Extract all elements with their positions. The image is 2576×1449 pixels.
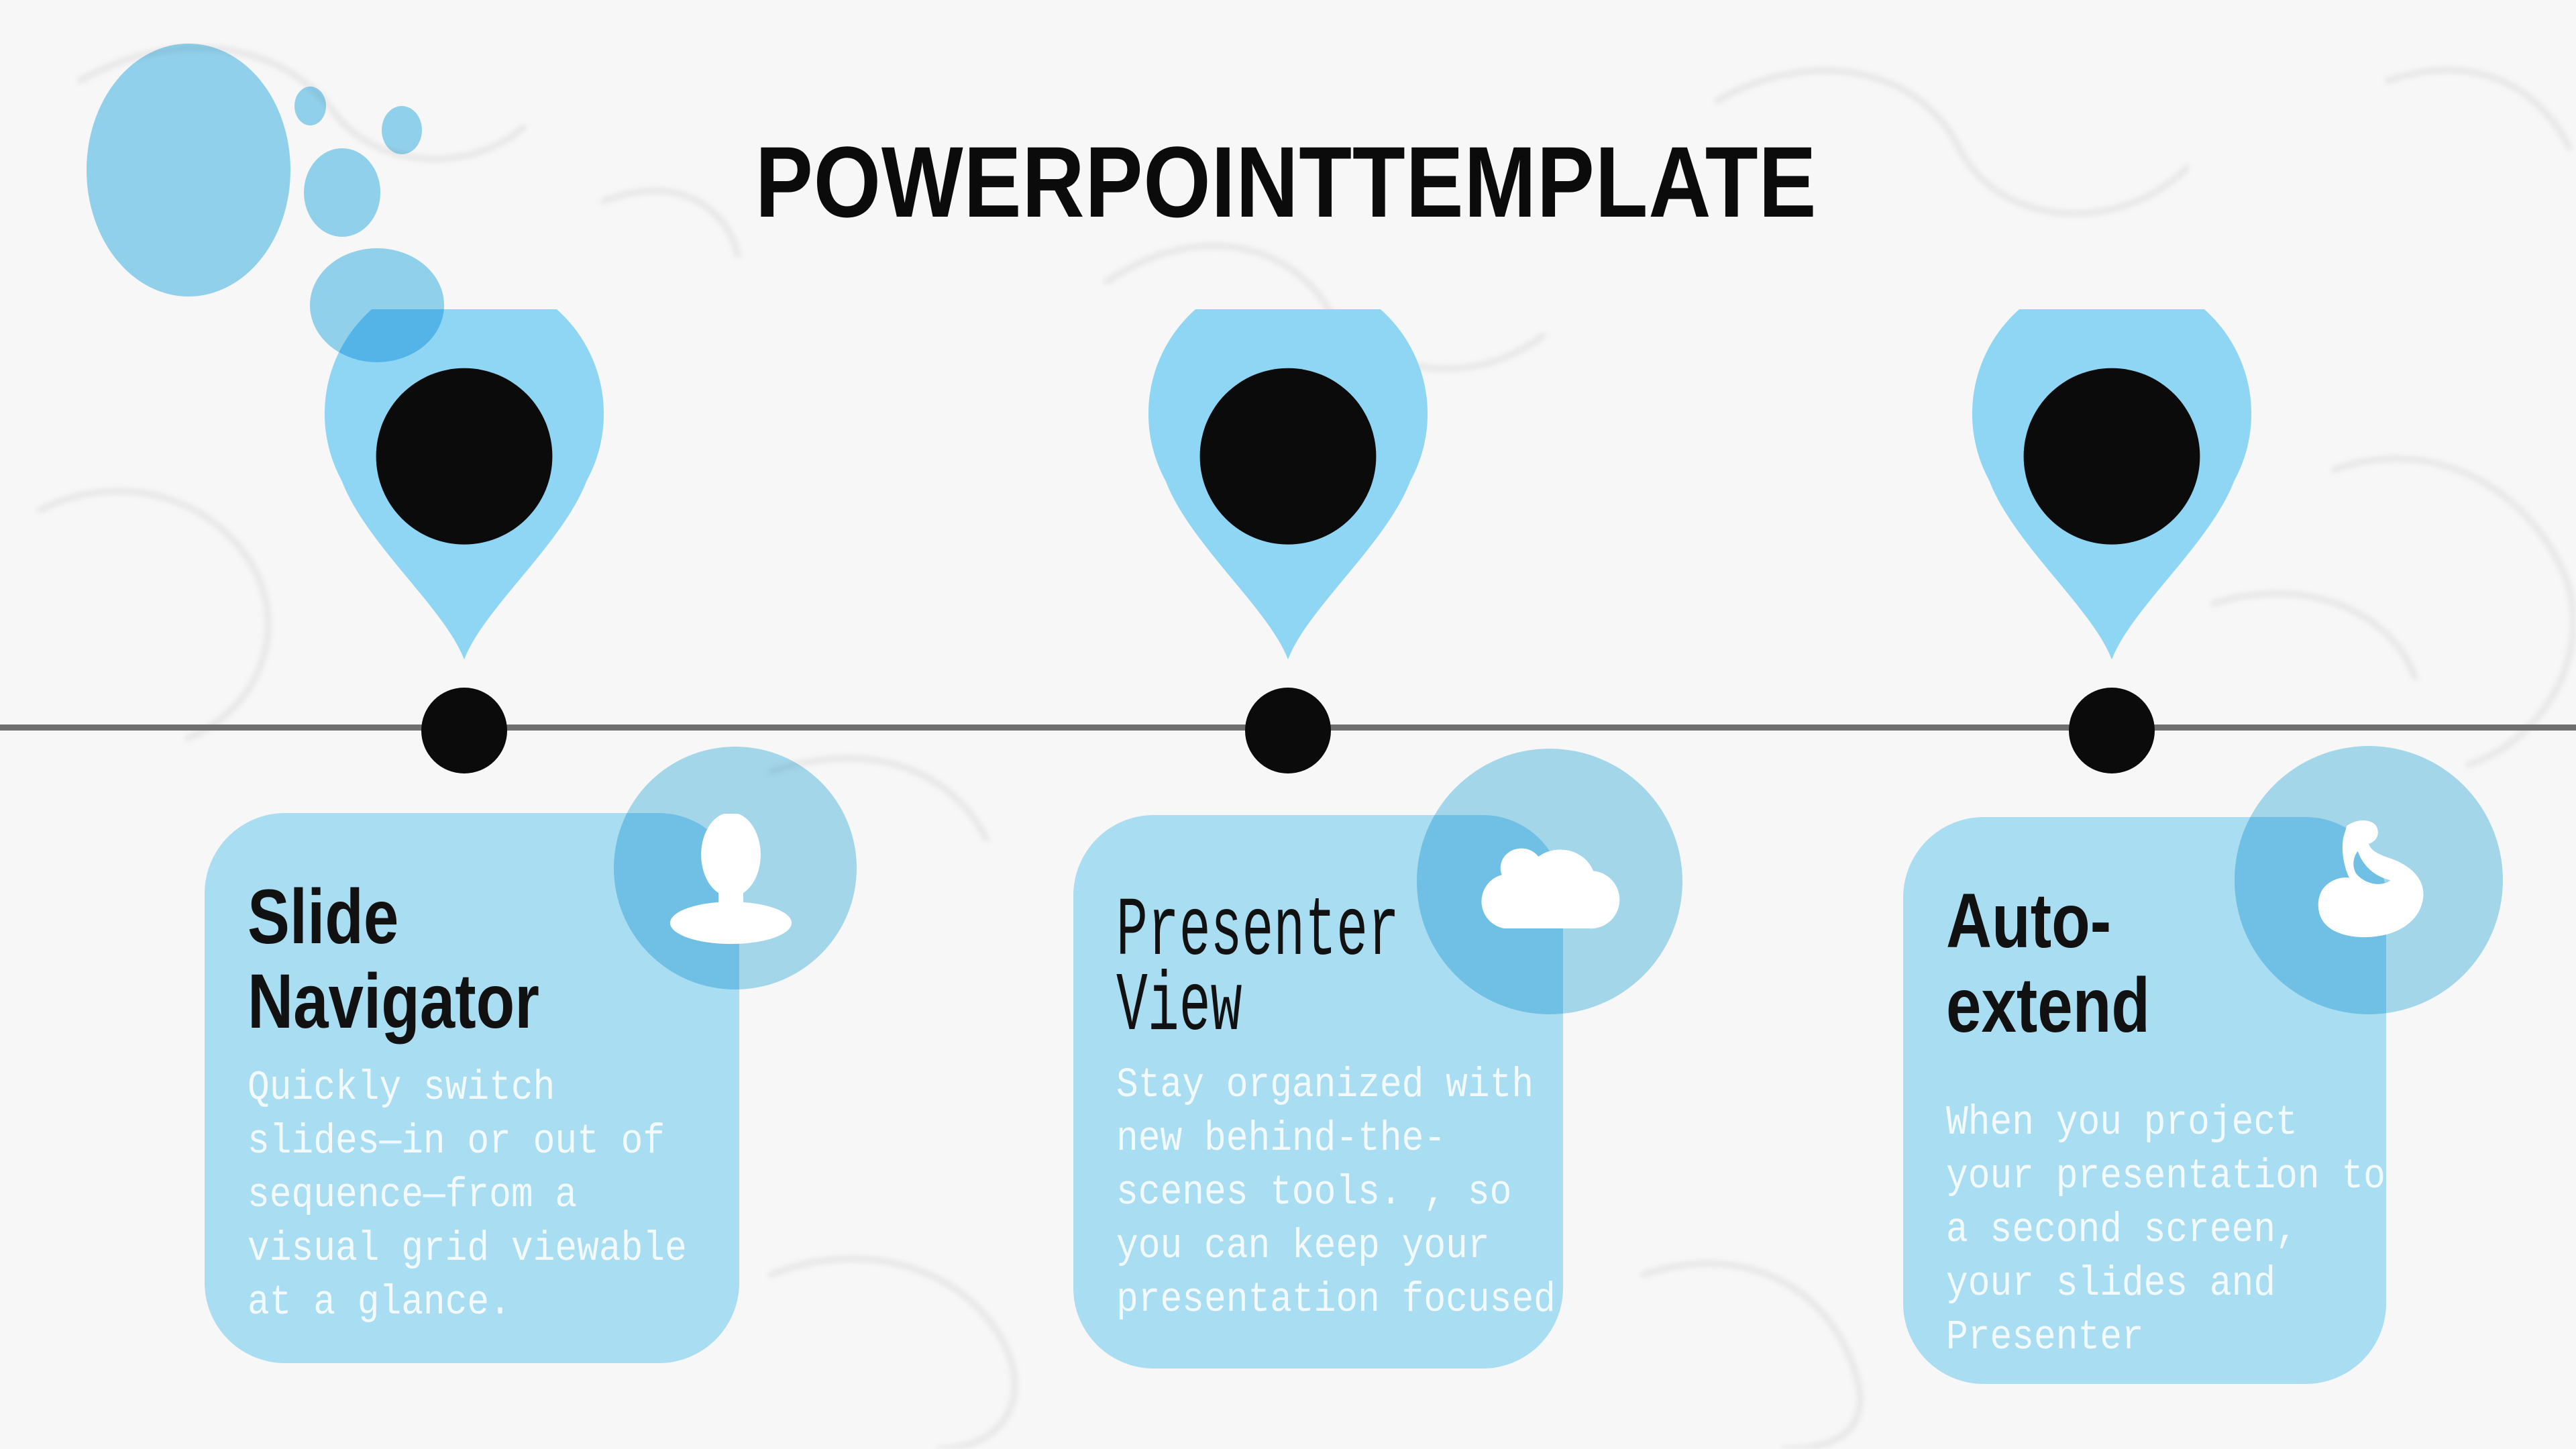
decorative-bubble	[87, 44, 290, 297]
card-title: Auto- extend	[1946, 879, 2386, 1048]
timeline-dot	[1245, 688, 1331, 773]
decorative-bubble	[304, 148, 380, 237]
decorative-bubble	[294, 87, 326, 125]
card-body-text: When you project your presentation to a …	[1946, 1099, 2385, 1361]
person-icon	[669, 814, 793, 945]
cloud-icon	[1466, 828, 1626, 930]
page-title-text: POWERPOINTTEMPLATE	[755, 125, 1817, 238]
card-body: When you project your presentation to a …	[1946, 1096, 2386, 1364]
card-title: Presenter View	[1116, 885, 1563, 1055]
card-title-text: Auto- extend	[1946, 878, 2150, 1049]
map-pin-icon	[1972, 309, 2252, 660]
map-pin-icon	[324, 309, 604, 660]
card-body-text: Stay organized with new behind-the- scen…	[1116, 1061, 1578, 1324]
card-title: Slide Navigator	[248, 875, 739, 1044]
timeline-dot	[2069, 688, 2155, 773]
timeline-dot	[421, 688, 507, 773]
icon-badge	[2235, 746, 2503, 1014]
card-body: Stay organized with new behind-the- scen…	[1116, 1059, 1578, 1327]
decorative-bubble	[310, 248, 444, 362]
card-body: Quickly switch slides—in or out of seque…	[248, 1061, 739, 1330]
decorative-bubble	[382, 106, 422, 154]
card-presenter-view: Presenter View Stay organized with new b…	[1073, 815, 1578, 1368]
card-title-text: Presenter View	[1116, 885, 1399, 1055]
bicep-icon	[2300, 818, 2437, 945]
card-body-text: Quickly switch slides—in or out of seque…	[248, 1064, 687, 1326]
card-title-text: Slide Navigator	[248, 874, 539, 1044]
card-auto-extend: Auto- extend When you project your prese…	[1903, 817, 2386, 1384]
map-pin-icon	[1148, 309, 1428, 660]
page-title: POWERPOINTTEMPLATE	[669, 131, 1817, 246]
